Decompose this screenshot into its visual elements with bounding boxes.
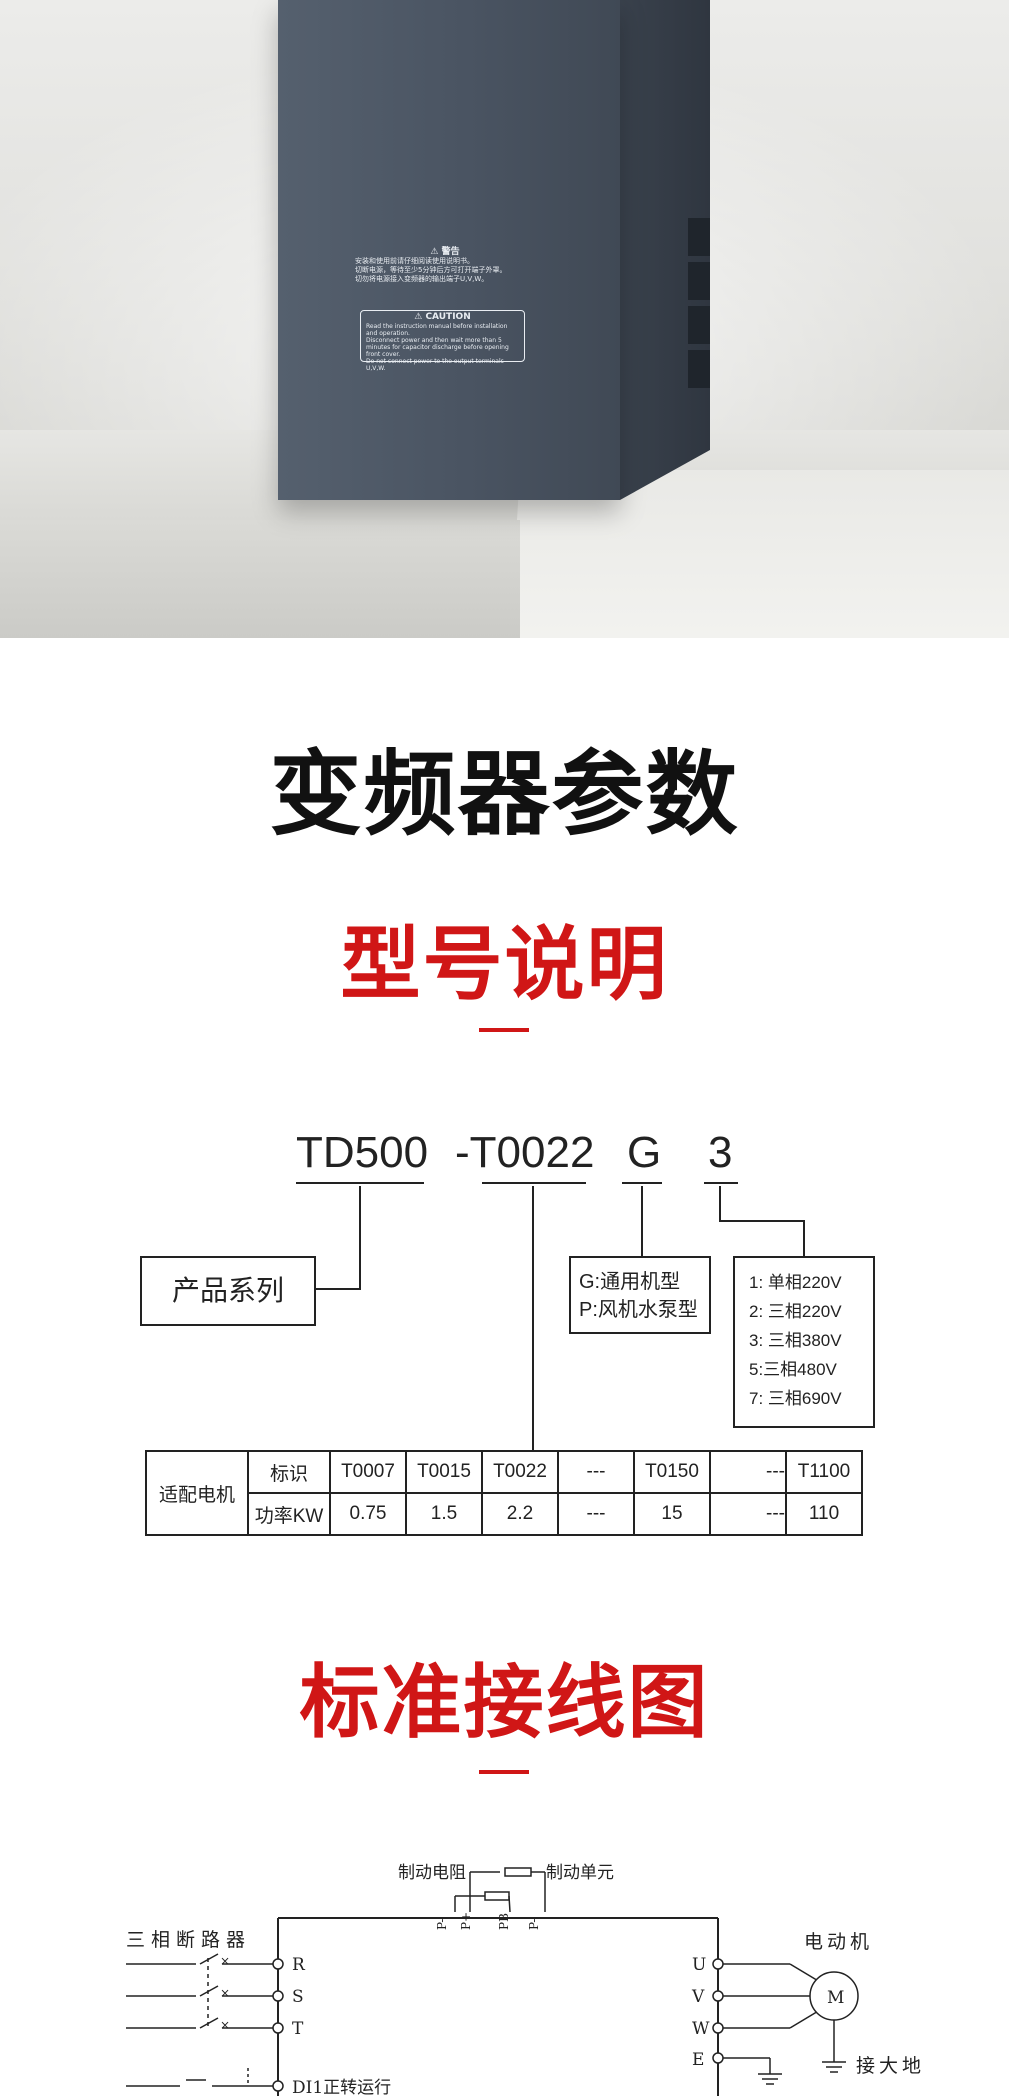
table-cell: T0015 [405,1450,483,1494]
pedestal-front [0,520,520,638]
table-cell: 功率KW [247,1492,331,1536]
inverter-outline [277,1917,719,2096]
motor-label: 电动机 [804,1931,873,1953]
table-cell: 110 [785,1492,863,1536]
code-series: TD500 [296,1128,429,1177]
product-photo: ⚠ 警告 安装和使用前请仔细阅读使用说明书。 切断电源，等待至少5分钟后方可打开… [0,0,1009,638]
table-cell: --- [557,1492,635,1536]
section-title-model: 型号说明 [340,918,669,1011]
type-line: G:通用机型 [579,1271,681,1293]
terminal-label: T [292,2019,304,2039]
section-title-wiring: 标准接线图 [299,1656,710,1749]
terminal-label: E [692,2050,704,2070]
table-cell: T0022 [481,1450,559,1494]
dc-terminals: P- P+ PB P- [435,1912,541,1930]
table-row: 功率KW 0.75 1.5 2.2 --- 15 --- 110 [146,1492,863,1536]
row-header: 适配电机 [145,1450,249,1536]
warning-label: ⚠ 警告 安装和使用前请仔细阅读使用说明书。 切断电源，等待至少5分钟后方可打开… [355,248,535,284]
table-cell: --- [709,1492,787,1536]
phase-line: 2: 三相220V [749,1302,842,1321]
terminal-label: W [692,2019,710,2039]
underline-power [482,1182,586,1184]
input-terminals: R S T [292,1955,306,2039]
phase-line: 1: 单相220V [749,1273,842,1292]
series-box: 产品系列 [140,1256,316,1326]
code-power: -T0022 [455,1128,595,1177]
warning-line: 安装和使用前请仔细阅读使用说明书。 [355,257,474,265]
vent-slot [688,306,710,344]
warning-title: ⚠ 警告 [430,247,460,257]
caution-line: Disconnect power and then wait more than… [366,337,509,358]
title-divider [479,1770,529,1774]
table-cell: T1100 [785,1450,863,1494]
underline-series [296,1182,424,1184]
terminal-label: PB [497,1913,511,1930]
connector-phase-v [803,1220,805,1256]
breaker-wiring [126,1953,284,2034]
connector-series-h [316,1288,361,1290]
underline-type [622,1182,662,1184]
vent-slot [688,262,710,300]
terminal-label: P- [435,1919,449,1930]
breaker-x: × [220,1954,230,1968]
terminal-label: V [691,1987,705,2007]
section-title-params: 变频器参数 [269,741,740,848]
terminal-label: U [692,1955,706,1975]
title-divider [479,1028,529,1032]
brake-resistor-label: 制动电阻 [398,1863,466,1883]
motor-wiring [712,1958,859,2085]
breaker-label: 三相断路器 [126,1929,251,1951]
caution-title: ⚠ CAUTION [414,312,471,322]
output-terminals: U V W E [691,1955,710,2070]
caution-line: Do not connect power to the output termi… [366,358,504,372]
breaker-x: × [220,2018,230,2032]
table-cell: 0.75 [329,1492,407,1536]
terminal-label: P- [527,1919,541,1930]
di1-label: DI1正转运行 [292,2078,391,2096]
motor-table: 适配电机 标识 T0007 T0015 T0022 --- T0150 --- … [145,1450,863,1536]
breaker-x: × [220,1986,230,2000]
code-phase: 3 [708,1128,733,1177]
caution-line: Read the instruction manual before insta… [366,323,508,337]
ground-label: 接大地 [856,2055,925,2077]
terminal-label: P+ [459,1912,473,1930]
connector-type [641,1186,643,1256]
motor-symbol: M [827,1988,844,2008]
table-cell: 标识 [247,1450,331,1494]
table-cell: T0007 [329,1450,407,1494]
phase-line: 7: 三相690V [749,1389,842,1408]
connector-phase [719,1186,721,1222]
terminal-label: R [292,1955,306,1975]
brake-unit-label: 制动单元 [546,1863,614,1883]
table-cell: 15 [633,1492,711,1536]
vent-slot [688,218,710,256]
di1-wiring [126,2068,284,2092]
wiring-diagram: 制动电阻 制动单元 P- P+ PB P- 三相断路器 [126,1863,925,2096]
terminal-label: S [292,1987,304,2007]
warning-line: 切断电源，等待至少5分钟后方可打开端子外罩。 [355,266,507,274]
phase-box: 1: 单相220V 2: 三相220V 3: 三相380V 5:三相480V 7… [733,1256,875,1428]
phase-line: 3: 三相380V [749,1331,842,1350]
table-row: 适配电机 标识 T0007 T0015 T0022 --- T0150 --- … [145,1450,863,1536]
table-cell: T0150 [633,1450,711,1494]
connector-power [532,1186,534,1450]
code-type: G [627,1128,662,1177]
table-cell: 1.5 [405,1492,483,1536]
caution-label: ⚠ CAUTION Read the instruction manual be… [360,310,525,372]
vent-slot [688,350,710,388]
connector-phase-h [719,1220,805,1222]
inverter-front-panel [278,0,620,500]
connector-series [359,1186,361,1290]
phase-line: 5:三相480V [749,1360,837,1379]
table-cell: --- [557,1450,635,1494]
warning-line: 切勿将电源接入变频器的输出端子U,V,W。 [355,275,489,283]
underline-phase [704,1182,738,1184]
type-line: P:风机水泵型 [579,1299,698,1321]
brake-wiring [454,1867,546,1913]
table-cell: --- [709,1450,787,1494]
type-box: G:通用机型 P:风机水泵型 [569,1256,711,1334]
table-cell: 2.2 [481,1492,559,1536]
